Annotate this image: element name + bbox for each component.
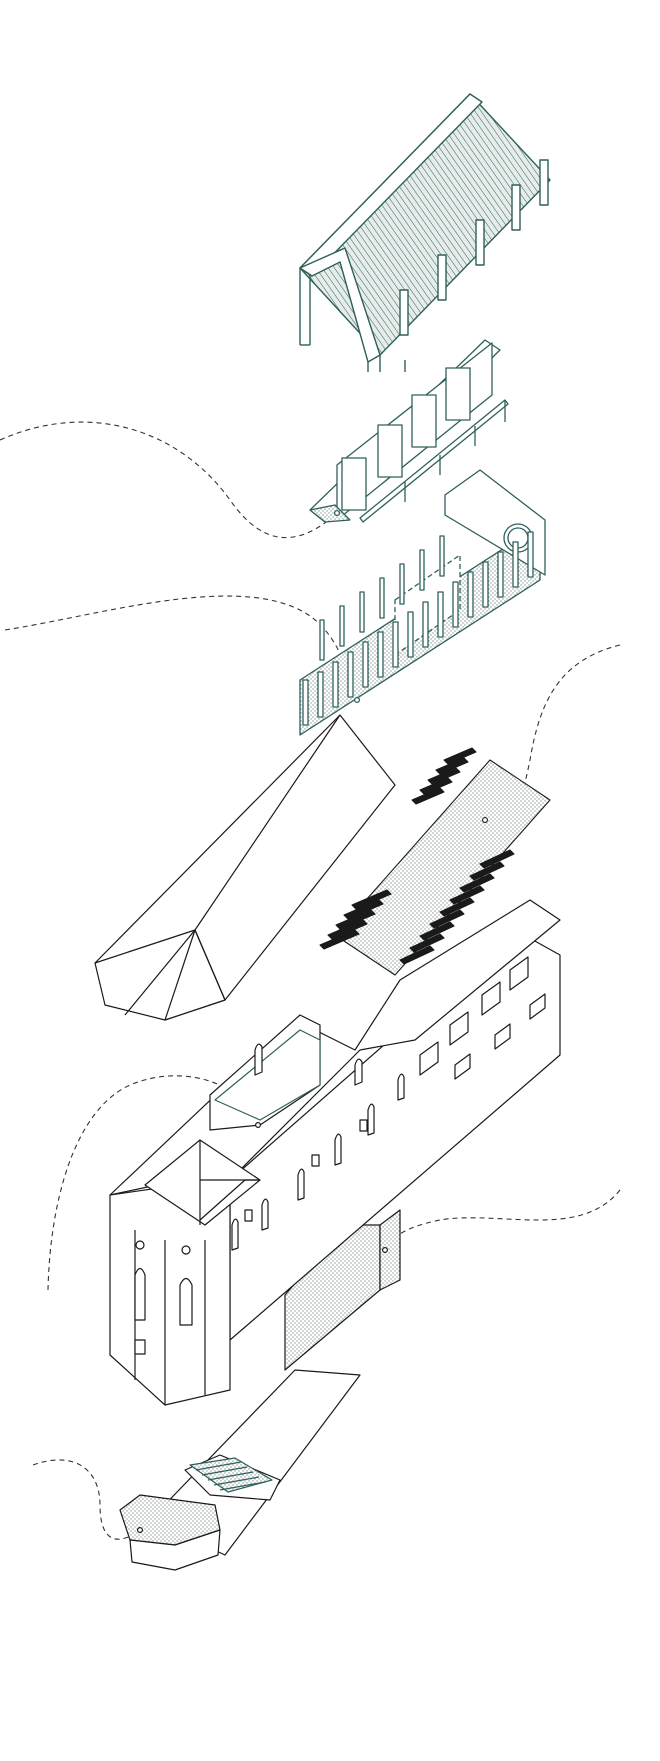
walls-node xyxy=(255,1121,262,1128)
deck-joists-bottom xyxy=(319,849,515,965)
stair-steps xyxy=(189,1457,273,1493)
hall-node xyxy=(353,696,361,704)
new-timber-roof-structure xyxy=(299,93,551,372)
new-hall-enclosure-with-round-window xyxy=(299,469,546,736)
ruined-church-walls xyxy=(109,899,561,1406)
original-pitched-roof xyxy=(94,714,396,1021)
upper-gallery-frame xyxy=(309,339,509,523)
interior-room-teal xyxy=(214,1029,321,1121)
new-floor-deck-with-joists xyxy=(319,747,551,976)
hall-posts-back xyxy=(319,535,445,661)
side-wall-windows xyxy=(231,956,546,1251)
plinth-node xyxy=(137,1526,144,1533)
connector-roof xyxy=(47,1075,259,1291)
roof-posts xyxy=(399,159,549,336)
connector-plinth xyxy=(32,1459,141,1540)
connector-base xyxy=(384,1189,621,1251)
entrance-plinth-block xyxy=(119,1494,221,1571)
gallery-partitions xyxy=(341,367,471,511)
deck-joists-top xyxy=(411,747,477,805)
connector-deck xyxy=(484,644,621,824)
deck-node xyxy=(482,817,488,823)
stair-block-node xyxy=(382,1246,389,1253)
connector-gallery xyxy=(0,421,336,539)
hall-posts-front xyxy=(302,531,534,726)
gallery-node xyxy=(333,509,341,517)
